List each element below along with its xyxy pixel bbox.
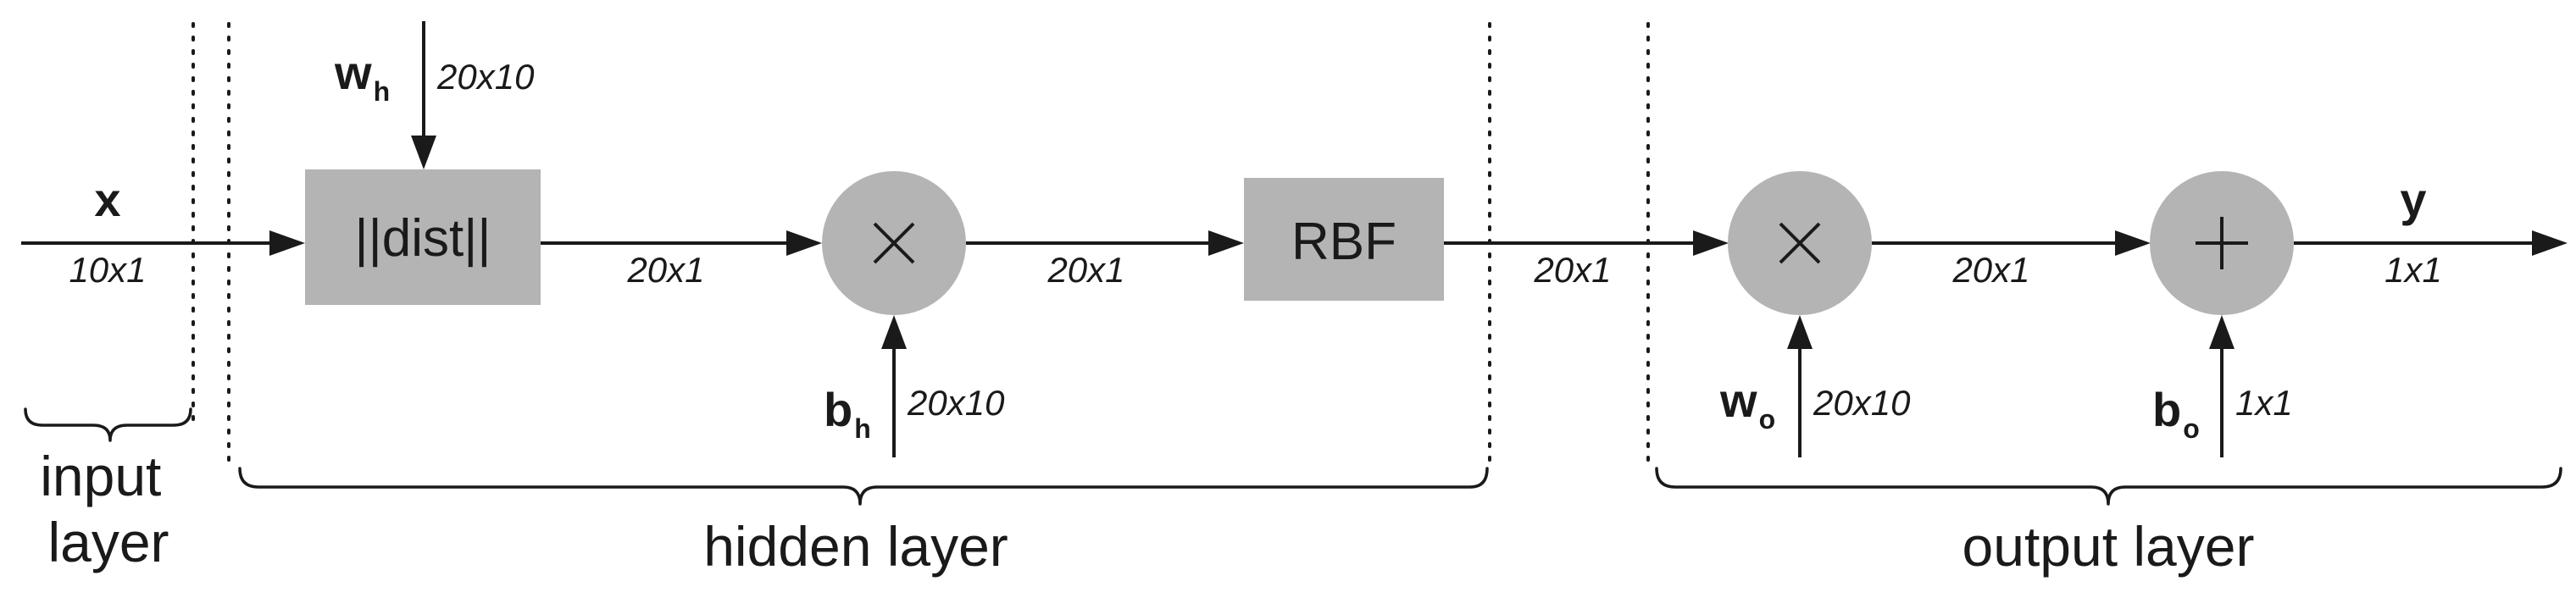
- hidden-bias-dim: 20x10: [907, 383, 1005, 423]
- hidden-weight-label: wh: [334, 46, 390, 107]
- rbf-label: RBF: [1291, 213, 1396, 271]
- output-layer-label: output layer: [1963, 515, 2255, 578]
- multiply-icon: [1779, 222, 1821, 264]
- dist-box: [305, 169, 541, 305]
- input-layer-brace: [24, 407, 192, 442]
- plus-icon: [2196, 217, 2248, 269]
- rbf-to-output-arrowhead: [1693, 230, 1729, 256]
- input-arrowhead: [269, 230, 305, 256]
- hidden-bias-label: bh: [824, 383, 871, 444]
- hidden-layer-brace: [238, 467, 1489, 506]
- output-arrowhead: [2532, 230, 2568, 256]
- input-layer-label: input layer: [40, 445, 176, 573]
- output-dim-label: 1x1: [2384, 250, 2442, 290]
- hidden-weight-dim: 20x10: [436, 57, 535, 97]
- output-bias-label: bo: [2152, 383, 2200, 444]
- multiply-icon: [873, 222, 915, 264]
- output-in-dim: 20x1: [1533, 250, 1611, 290]
- hidden-layer-label: hidden layer: [703, 515, 1008, 578]
- mult-to-rbf-arrowhead: [1208, 230, 1244, 256]
- output-variable-label: y: [2400, 173, 2426, 226]
- dist-to-mult-arrowhead: [786, 230, 822, 256]
- dist-label: ||dist||: [355, 209, 491, 268]
- output-mult-out-dim: 20x1: [1951, 250, 2029, 290]
- output-weight-label: wo: [1719, 374, 1775, 435]
- hidden-weight-arrowhead: [411, 136, 436, 169]
- output-weight-arrowhead: [1787, 315, 1813, 349]
- input-dim-label: 10x1: [69, 250, 146, 290]
- output-weight-dim: 20x10: [1813, 383, 1911, 423]
- output-layer-brace: [1655, 467, 2562, 506]
- mult-to-sum-arrowhead: [2115, 230, 2151, 256]
- hidden-bias-arrowhead: [881, 315, 907, 349]
- output-bias-dim: 1x1: [2235, 383, 2293, 423]
- hidden-mult-out-dim: 20x1: [1046, 250, 1124, 290]
- output-bias-arrowhead: [2209, 315, 2235, 349]
- input-variable-label: x: [94, 173, 120, 226]
- dist-out-dim: 20x1: [626, 250, 704, 290]
- rbf-box: [1244, 178, 1444, 301]
